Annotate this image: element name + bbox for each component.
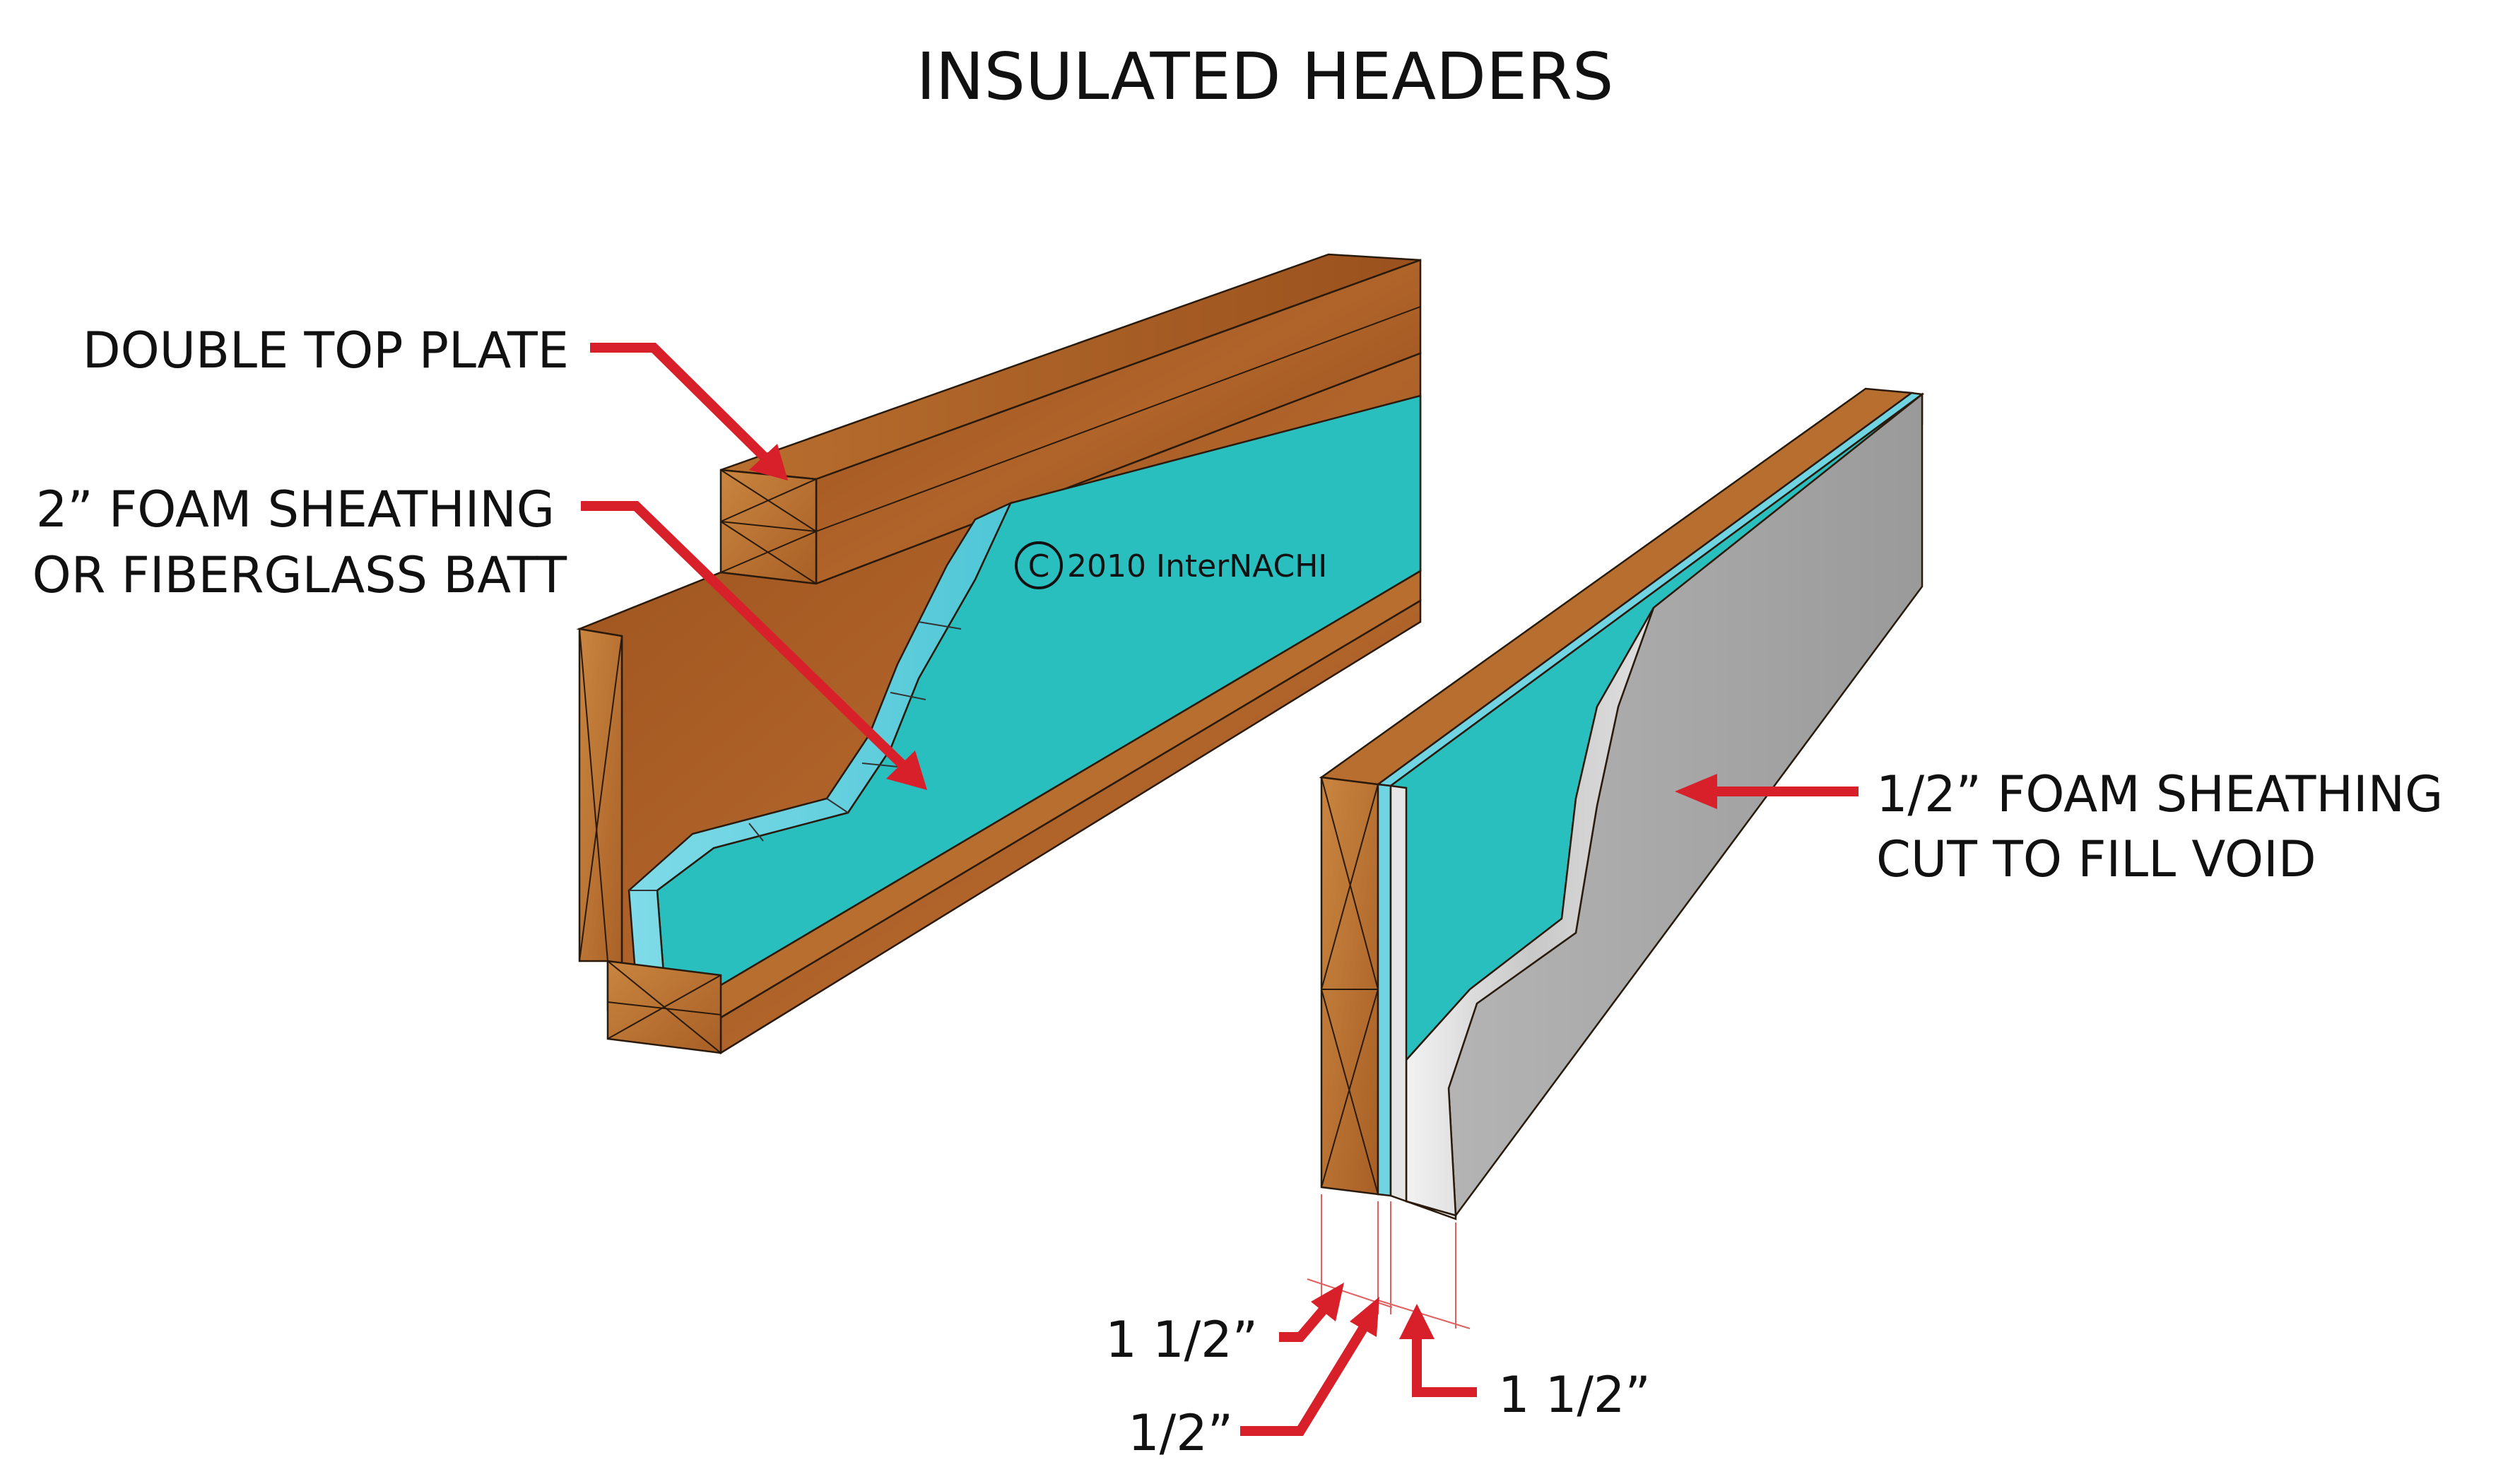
copyright-symbol: C bbox=[1028, 548, 1050, 584]
arrow-dim-middle bbox=[1240, 1319, 1372, 1436]
right-foam-end bbox=[1377, 783, 1392, 1197]
arrowhead-double-top-plate bbox=[749, 444, 788, 481]
dim-label-left: 1 1/2” bbox=[1105, 1311, 1258, 1369]
label-half-foam-line1: 1/2” FOAM SHEATHING bbox=[1876, 765, 2443, 823]
label-foam-sheathing-line2: OR FIBERGLASS BATT bbox=[33, 546, 567, 604]
arrow-dim-left bbox=[1279, 1300, 1333, 1342]
dim-label-middle: 1/2” bbox=[1128, 1404, 1233, 1462]
label-double-top-plate: DOUBLE TOP PLATE bbox=[83, 322, 569, 379]
left-header bbox=[576, 253, 1422, 1055]
copyright-text: 2010 InterNACHI bbox=[1067, 548, 1327, 584]
arrowhead-half-foam bbox=[1675, 774, 1717, 809]
dim-label-right: 1 1/2” bbox=[1498, 1366, 1651, 1424]
label-foam-sheathing-line1: 2” FOAM SHEATHING bbox=[36, 481, 555, 538]
right-wood-end bbox=[1320, 776, 1379, 1196]
copyright-mark: C 2010 InterNACHI bbox=[1015, 541, 1327, 589]
label-half-foam-line2: CUT TO FILL VOID bbox=[1876, 830, 2316, 888]
arrowhead-dim-left bbox=[1311, 1283, 1344, 1321]
arrow-double-top-plate bbox=[590, 343, 770, 463]
arrowhead-foam-sheathing bbox=[886, 750, 927, 790]
arrow-dim-right bbox=[1412, 1332, 1477, 1397]
right-gray-end bbox=[1389, 784, 1457, 1220]
diagram-title: INSULATED HEADERS bbox=[917, 39, 1614, 114]
arrowhead-dim-middle bbox=[1350, 1297, 1379, 1337]
arrowhead-dim-right bbox=[1399, 1304, 1435, 1339]
arrow-foam-sheathing bbox=[581, 501, 908, 771]
callout-arrows bbox=[581, 343, 1859, 1436]
right-header bbox=[1319, 387, 1925, 1220]
